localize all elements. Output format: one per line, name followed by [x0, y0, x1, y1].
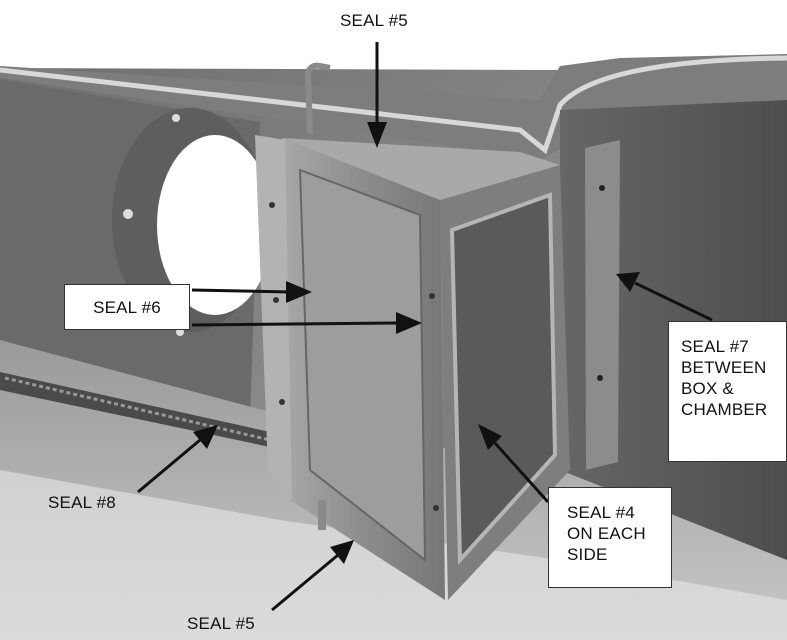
arrow-seal8: [137, 438, 201, 494]
arrow-seal7: [634, 281, 713, 322]
arrow-seal4: [493, 441, 550, 504]
arrow-seal5-bottom: [271, 553, 339, 612]
label-seal-7: SEAL #7 BETWEEN BOX & CHAMBER: [668, 321, 787, 462]
label-seal-4: SEAL #4 ON EACH SIDE: [548, 487, 672, 588]
door-assembly: [255, 62, 570, 600]
arrow-seal6-b: [191, 321, 401, 327]
callout-arrows: [137, 42, 713, 612]
label-seal-5-top: SEAL #5: [340, 11, 408, 30]
label-seal-8: SEAL #8: [48, 493, 116, 512]
label-seal-6: SEAL #6: [64, 284, 190, 330]
label-seal-5-bottom: SEAL #5: [187, 614, 255, 633]
arrow-seal6-a: [191, 288, 291, 294]
